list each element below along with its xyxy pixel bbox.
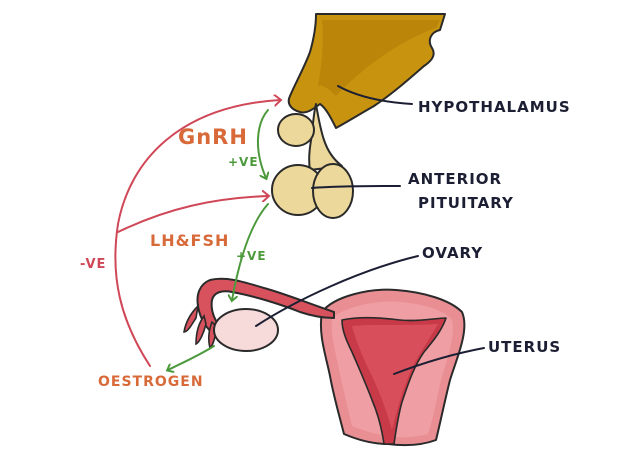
uterus-label: UTERUS [488, 338, 561, 356]
lh-fsh-effect-label: +VE [236, 249, 267, 263]
posterior-pituitary-lobe [312, 163, 354, 219]
gnrh-arrow [256, 109, 268, 178]
negative-feedback-label: -VE [80, 257, 106, 272]
gnrh-label: GnRH [178, 125, 248, 149]
pituitary-small-lobe [277, 113, 315, 147]
feedback-trunk [114, 223, 151, 367]
oestrogen-arrow [168, 345, 215, 370]
ovary-label: OVARY [422, 244, 483, 262]
hypothalamus-pointer [337, 85, 413, 105]
anterior-pituitary-label-line2: PITUITARY [418, 194, 514, 212]
gnrh-effect-label: +VE [228, 155, 259, 169]
ovary-shape [213, 308, 279, 352]
pituitary-pointer [311, 185, 401, 189]
lh-fsh-arrow [232, 203, 269, 300]
ovary-pointer [255, 255, 419, 327]
pointer-lines [255, 85, 485, 375]
positive-arrows [168, 109, 269, 370]
feedback-to-pituitary-arrow [117, 196, 268, 233]
negative-feedback-arrows [114, 100, 280, 367]
endometrium-lining [352, 324, 438, 430]
uterus-pointer [393, 347, 485, 375]
labels: HYPOTHALAMUS ANTERIOR PITUITARY OVARY UT… [80, 98, 571, 390]
hypothalamus-shading [318, 20, 440, 96]
hypothalamus-label: HYPOTHALAMUS [418, 98, 571, 116]
oestrogen-label: OESTROGEN [98, 374, 204, 390]
anterior-pituitary-label-line1: ANTERIOR [408, 170, 502, 188]
feedback-to-hypothalamus-arrow [117, 100, 280, 225]
lh-fsh-label: LH&FSH [150, 231, 229, 250]
